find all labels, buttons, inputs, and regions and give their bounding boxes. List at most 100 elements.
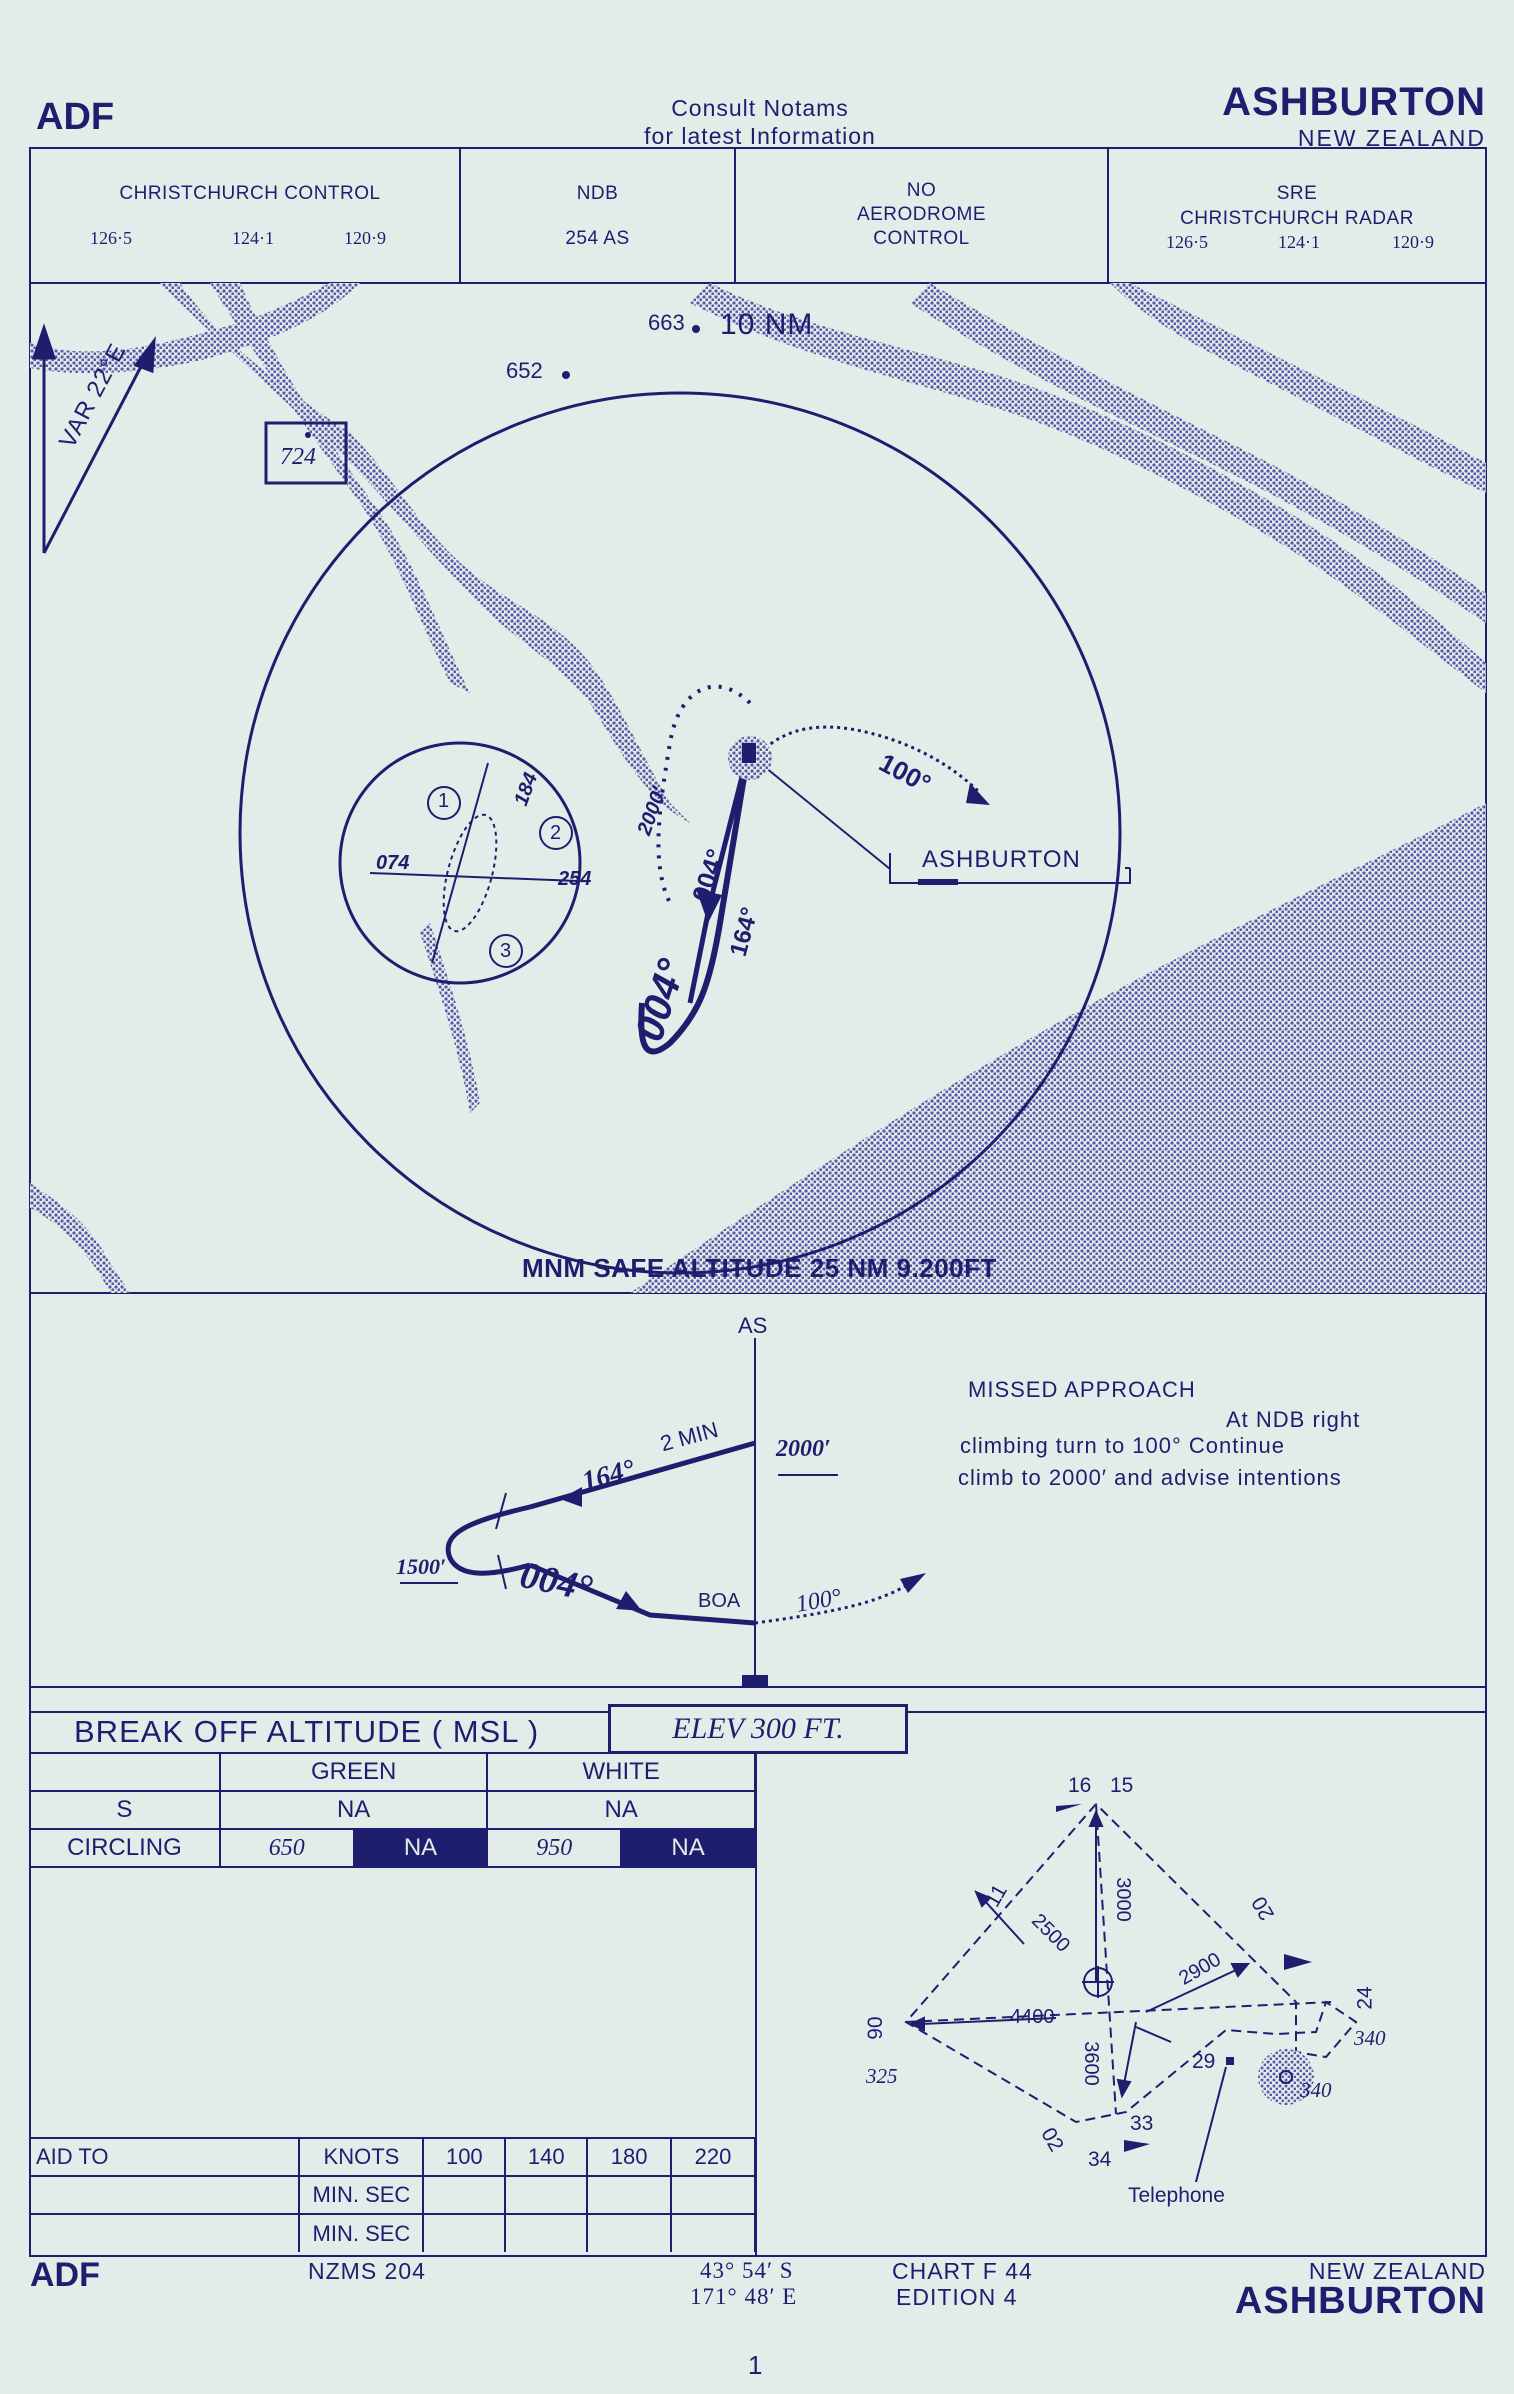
length-3600: 3600	[1079, 2041, 1102, 2086]
control-freq-2: 124·1	[232, 228, 274, 248]
variation-arrows	[31, 323, 156, 554]
control-freq-1: 126·5	[90, 228, 132, 248]
holding-sector-2: 2	[550, 822, 562, 844]
rwy-06: 06	[862, 2016, 886, 2040]
spot-724-box	[264, 421, 348, 485]
holding-sector-3: 3	[500, 940, 512, 962]
radar-freq-3: 120·9	[1392, 232, 1434, 252]
profile-inbound-arrow	[616, 1591, 642, 1611]
holding-sector-1: 1	[438, 790, 450, 812]
notice-line-2: for latest Information	[644, 123, 876, 149]
rwy-15: 15	[1110, 1774, 1134, 1797]
minima-blank	[30, 1752, 221, 1792]
river-bed	[30, 283, 1486, 1293]
speed-220: 220	[670, 2137, 756, 2177]
spot-724: 724	[280, 444, 316, 470]
row-straight-label: S	[30, 1790, 221, 1830]
profile-alt-1500: 1500′	[396, 1554, 447, 1579]
footer-type: ADF	[30, 2256, 100, 2294]
missed-line-2: climbing turn to 100° Continue	[960, 1433, 1285, 1458]
telephone-marker	[1226, 2057, 1234, 2065]
town-label: ASHBURTON	[922, 846, 1081, 873]
holding-inset	[338, 741, 582, 985]
aerodrome-diagram	[904, 1803, 1358, 2183]
missed-arrow	[966, 783, 990, 805]
footer-country: NEW ZEALAND	[1308, 2258, 1486, 2284]
ndb-ident: 254 AS	[565, 228, 630, 249]
map-reference: NZMS 204	[308, 2258, 426, 2284]
circling-green: 650	[218, 1828, 355, 1868]
min-sec-1: MIN. SEC	[298, 2175, 425, 2215]
missed-line-1: At NDB right	[1226, 1407, 1361, 1432]
rwy-34: 34	[1088, 2148, 1112, 2171]
ndb-label: NDB	[576, 183, 619, 204]
rwy-24: 24	[1353, 1986, 1377, 2010]
ndb-site	[1258, 2049, 1314, 2105]
minima-table: GREEN WHITE S NA NA CIRCLING 650 NA 950 …	[30, 1752, 756, 1868]
speed-140: 140	[504, 2137, 589, 2177]
elev-340-north: 340	[1354, 2026, 1386, 2050]
chart-number: CHART F 44	[892, 2258, 1033, 2284]
notice-line-1: Consult Notams	[671, 95, 849, 121]
elevation-box: ELEV 300 FT.	[608, 1704, 908, 1754]
row-circling-label: CIRCLING	[30, 1828, 221, 1868]
longitude: 171° 48′ E	[690, 2284, 798, 2309]
min-sec-2: MIN. SEC	[298, 2213, 425, 2252]
knots-label: KNOTS	[298, 2137, 425, 2177]
town-underline	[918, 879, 958, 885]
missed-approach-title: MISSED APPROACH	[968, 1377, 1196, 1402]
control-text: CONTROL	[873, 228, 970, 249]
straight-green: NA	[218, 1790, 489, 1830]
sea-area	[630, 803, 1486, 1293]
length-3000: 3000	[1111, 1877, 1134, 1922]
radar-unit: CHRISTCHURCH RADAR	[1180, 208, 1414, 229]
missed-line-3: climb to 2000′ and advise intentions	[958, 1465, 1342, 1490]
sre-label: SRE	[1276, 183, 1318, 204]
country-name: NEW ZEALAND	[1297, 125, 1486, 151]
holding-254: 254	[558, 868, 592, 890]
straight-white: NA	[486, 1790, 756, 1830]
col-green: GREEN	[218, 1752, 489, 1792]
plan-view	[30, 283, 1486, 1293]
aerodrome-label: AERODROME	[856, 204, 987, 225]
circling-white-dark: NA	[620, 1828, 756, 1868]
spot-652: 652	[506, 358, 543, 383]
elev-325: 325	[866, 2064, 898, 2088]
control-freq-3: 120·9	[344, 228, 386, 248]
latitude: 43° 54′ S	[700, 2258, 794, 2283]
aerodrome-name: ASHBURTON	[1222, 80, 1486, 124]
rwy-29: 29	[1192, 2050, 1216, 2073]
threshold-34-arrow	[1124, 2140, 1150, 2152]
holding-074: 074	[376, 852, 410, 874]
spot-663-marker	[692, 325, 700, 333]
col-white: WHITE	[486, 1752, 756, 1792]
profile-boa: BOA	[698, 1590, 741, 1612]
no-label: NO	[906, 180, 937, 201]
length-4400: 4400	[1010, 2006, 1055, 2028]
profile-alt-2000: 2000′	[776, 1436, 831, 1462]
ndb-profile-marker	[742, 1675, 768, 1687]
circling-green-dark: NA	[352, 1828, 489, 1868]
aid-to: AID TO	[30, 2137, 301, 2177]
msa-label: MNM SAFE ALTITUDE 25 NM 9.200FT	[522, 1253, 997, 1283]
range-label: 10 NM	[720, 308, 814, 341]
threshold-16-arrow	[1056, 1804, 1082, 1812]
profile-missed-arrow	[900, 1573, 926, 1593]
spot-652-marker	[562, 371, 570, 379]
telephone-label: Telephone	[1128, 2184, 1225, 2207]
radar-freq-2: 124·1	[1278, 232, 1320, 252]
speed-100: 100	[422, 2137, 507, 2177]
ndb-marker	[742, 743, 756, 763]
final-arrow	[696, 889, 722, 923]
circling-white: 950	[486, 1828, 623, 1868]
timing-table: AID TO KNOTS 100 140 180 220 MIN. SEC MI…	[30, 2137, 756, 2252]
elev-340-south: 340	[1300, 2078, 1332, 2102]
control-label: CHRISTCHURCH CONTROL	[119, 183, 381, 204]
threshold-20-arrow	[1284, 1954, 1312, 1970]
chart-type: ADF	[36, 96, 115, 138]
spot-663: 663	[648, 310, 685, 335]
rwy-16: 16	[1068, 1774, 1092, 1797]
notam-notice: Consult Notams for latest Information	[560, 94, 960, 150]
edition: EDITION 4	[896, 2284, 1018, 2310]
radar-freq-1: 126·5	[1166, 232, 1208, 252]
